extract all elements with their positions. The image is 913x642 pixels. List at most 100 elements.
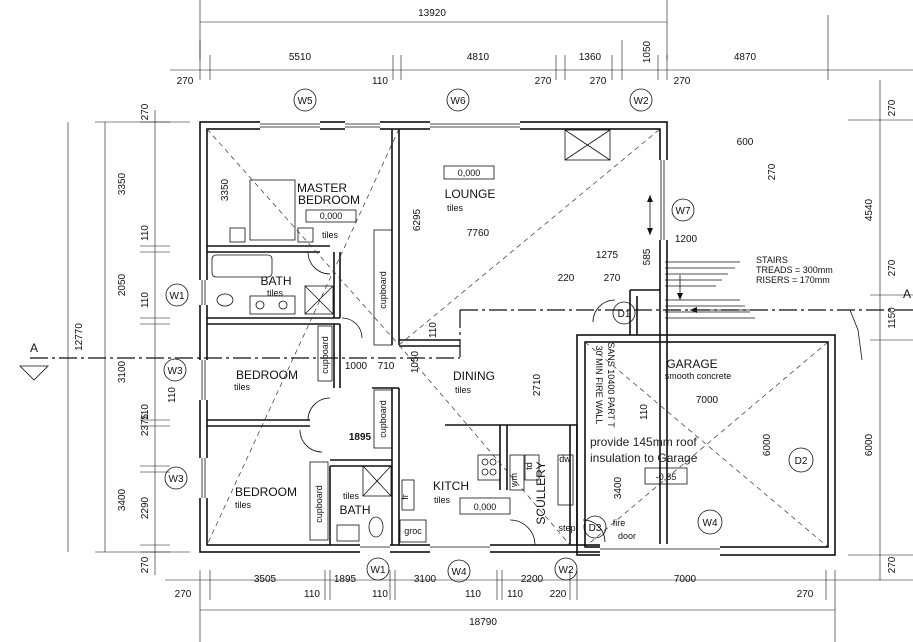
svg-text:1000: 1000 — [345, 361, 368, 372]
svg-text:1275: 1275 — [596, 250, 619, 261]
svg-text:110: 110 — [140, 404, 151, 420]
tag-w6: W6 — [451, 96, 466, 107]
cupboard-label-3: cupboard — [378, 400, 388, 438]
level-garage: -0,85 — [656, 472, 677, 482]
svg-text:6000: 6000 — [864, 433, 875, 456]
svg-text:600: 600 — [737, 137, 754, 148]
finish-bath2: tiles — [343, 491, 360, 501]
finish-master-bedroom: tiles — [322, 230, 339, 240]
svg-text:110: 110 — [372, 76, 388, 87]
finish-garage: smooth concrete — [665, 371, 732, 381]
svg-text:7000: 7000 — [674, 574, 697, 585]
svg-text:3350: 3350 — [220, 178, 231, 201]
dim-left-overall: 12770 — [74, 323, 85, 351]
fixtures — [211, 129, 755, 546]
room-dining-name: DINING — [453, 369, 495, 383]
roof-hip-lines — [206, 128, 829, 548]
svg-text:270: 270 — [535, 76, 552, 87]
groc-label: groc — [404, 526, 422, 536]
notes: STAIRS TREADS = 300mm RISERS = 170mm 30 … — [30, 255, 911, 465]
step-label: step — [558, 523, 575, 533]
svg-text:270: 270 — [887, 556, 898, 573]
fire-door-label-2: door — [618, 531, 636, 541]
fire-wall-label-2: SANS 10400 PART T — [606, 342, 616, 428]
svg-text:110: 110 — [372, 589, 388, 600]
finish-lounge: tiles — [447, 203, 464, 213]
svg-text:270: 270 — [887, 259, 898, 276]
dimension-lines — [67, 0, 913, 642]
svg-text:110: 110 — [140, 225, 151, 241]
finish-kitch: tiles — [434, 495, 451, 505]
svg-text:110: 110 — [428, 322, 439, 338]
fixture-labels: cupboard cupboard cupboard cupboard groc… — [314, 271, 636, 541]
wm-label: wm — [509, 473, 519, 488]
tag-w4-garage: W4 — [703, 518, 718, 529]
cupboard-label-4: cupboard — [314, 485, 324, 523]
room-bedroom1-name: BEDROOM — [236, 368, 298, 382]
svg-text:710: 710 — [378, 361, 395, 372]
svg-text:6000: 6000 — [762, 433, 773, 456]
svg-text:585: 585 — [642, 248, 653, 265]
svg-text:270: 270 — [767, 163, 778, 180]
garage-note-2: insulation to Garage — [590, 451, 698, 465]
svg-text:110: 110 — [304, 589, 320, 600]
dim-overall-bottom: 18790 — [469, 617, 497, 628]
svg-text:270: 270 — [175, 589, 192, 600]
svg-text:270: 270 — [674, 76, 691, 87]
svg-text:4540: 4540 — [864, 198, 875, 221]
svg-text:270: 270 — [140, 556, 151, 573]
svg-text:7000: 7000 — [696, 395, 719, 406]
room-master-bedroom-name-1: MASTER — [297, 181, 347, 195]
svg-text:110: 110 — [639, 404, 650, 420]
svg-text:2050: 2050 — [117, 273, 128, 296]
fire-wall-label-1: 30 MIN FIRE WALL — [594, 346, 604, 425]
tag-w2-bottom: W2 — [559, 565, 574, 576]
stairs-label: STAIRS — [756, 255, 788, 265]
svg-text:2290: 2290 — [140, 496, 151, 519]
cupboard-label-1: cupboard — [378, 271, 388, 309]
treads-label: TREADS = 300mm — [756, 265, 833, 275]
dw-label: dw — [559, 454, 571, 464]
finish-bath1: tiles — [267, 288, 284, 298]
finish-bedroom2: tiles — [235, 500, 252, 510]
svg-text:110: 110 — [465, 589, 481, 600]
tag-d2: D2 — [795, 456, 808, 467]
svg-text:3350: 3350 — [117, 172, 128, 195]
section-label-right: A — [903, 287, 911, 301]
svg-text:110: 110 — [167, 387, 178, 403]
room-master-bedroom-name-2: BEDROOM — [298, 193, 360, 207]
svg-text:4810: 4810 — [467, 52, 490, 63]
svg-text:2200: 2200 — [521, 574, 544, 585]
room-bath2-name: BATH — [339, 503, 370, 517]
svg-text:3100: 3100 — [117, 360, 128, 383]
svg-text:1360: 1360 — [579, 52, 602, 63]
svg-text:5510: 5510 — [289, 52, 312, 63]
svg-text:3505: 3505 — [254, 574, 277, 585]
svg-text:270: 270 — [604, 273, 621, 284]
svg-text:2710: 2710 — [532, 373, 543, 396]
level-master-bedroom: 0,000 — [320, 211, 343, 221]
svg-text:110: 110 — [140, 292, 151, 308]
level-lounge: 0,000 — [458, 168, 481, 178]
svg-text:2375: 2375 — [140, 413, 151, 436]
room-lounge-name: LOUNGE — [445, 187, 496, 201]
svg-text:270: 270 — [797, 589, 814, 600]
tag-w1-left: W1 — [170, 291, 185, 302]
dim-overall-top: 13920 — [418, 8, 446, 19]
tag-w5: W5 — [298, 96, 313, 107]
td-label: td — [524, 462, 534, 470]
svg-text:220: 220 — [550, 589, 567, 600]
finish-dining: tiles — [455, 385, 472, 395]
svg-text:270: 270 — [887, 99, 898, 116]
finish-bedroom1: tiles — [234, 382, 251, 392]
dimension-text: 13920 5510 4810 1360 1050 4870 270 110 2… — [74, 8, 898, 628]
section-label-left: A — [30, 341, 38, 355]
svg-text:110: 110 — [507, 589, 523, 600]
svg-text:1895: 1895 — [349, 432, 372, 443]
level-kitch: 0,000 — [474, 502, 497, 512]
svg-text:3400: 3400 — [117, 488, 128, 511]
cupboard-label-2: cupboard — [320, 336, 330, 374]
svg-text:1050: 1050 — [410, 350, 421, 373]
room-garage-name: GARAGE — [666, 357, 717, 371]
